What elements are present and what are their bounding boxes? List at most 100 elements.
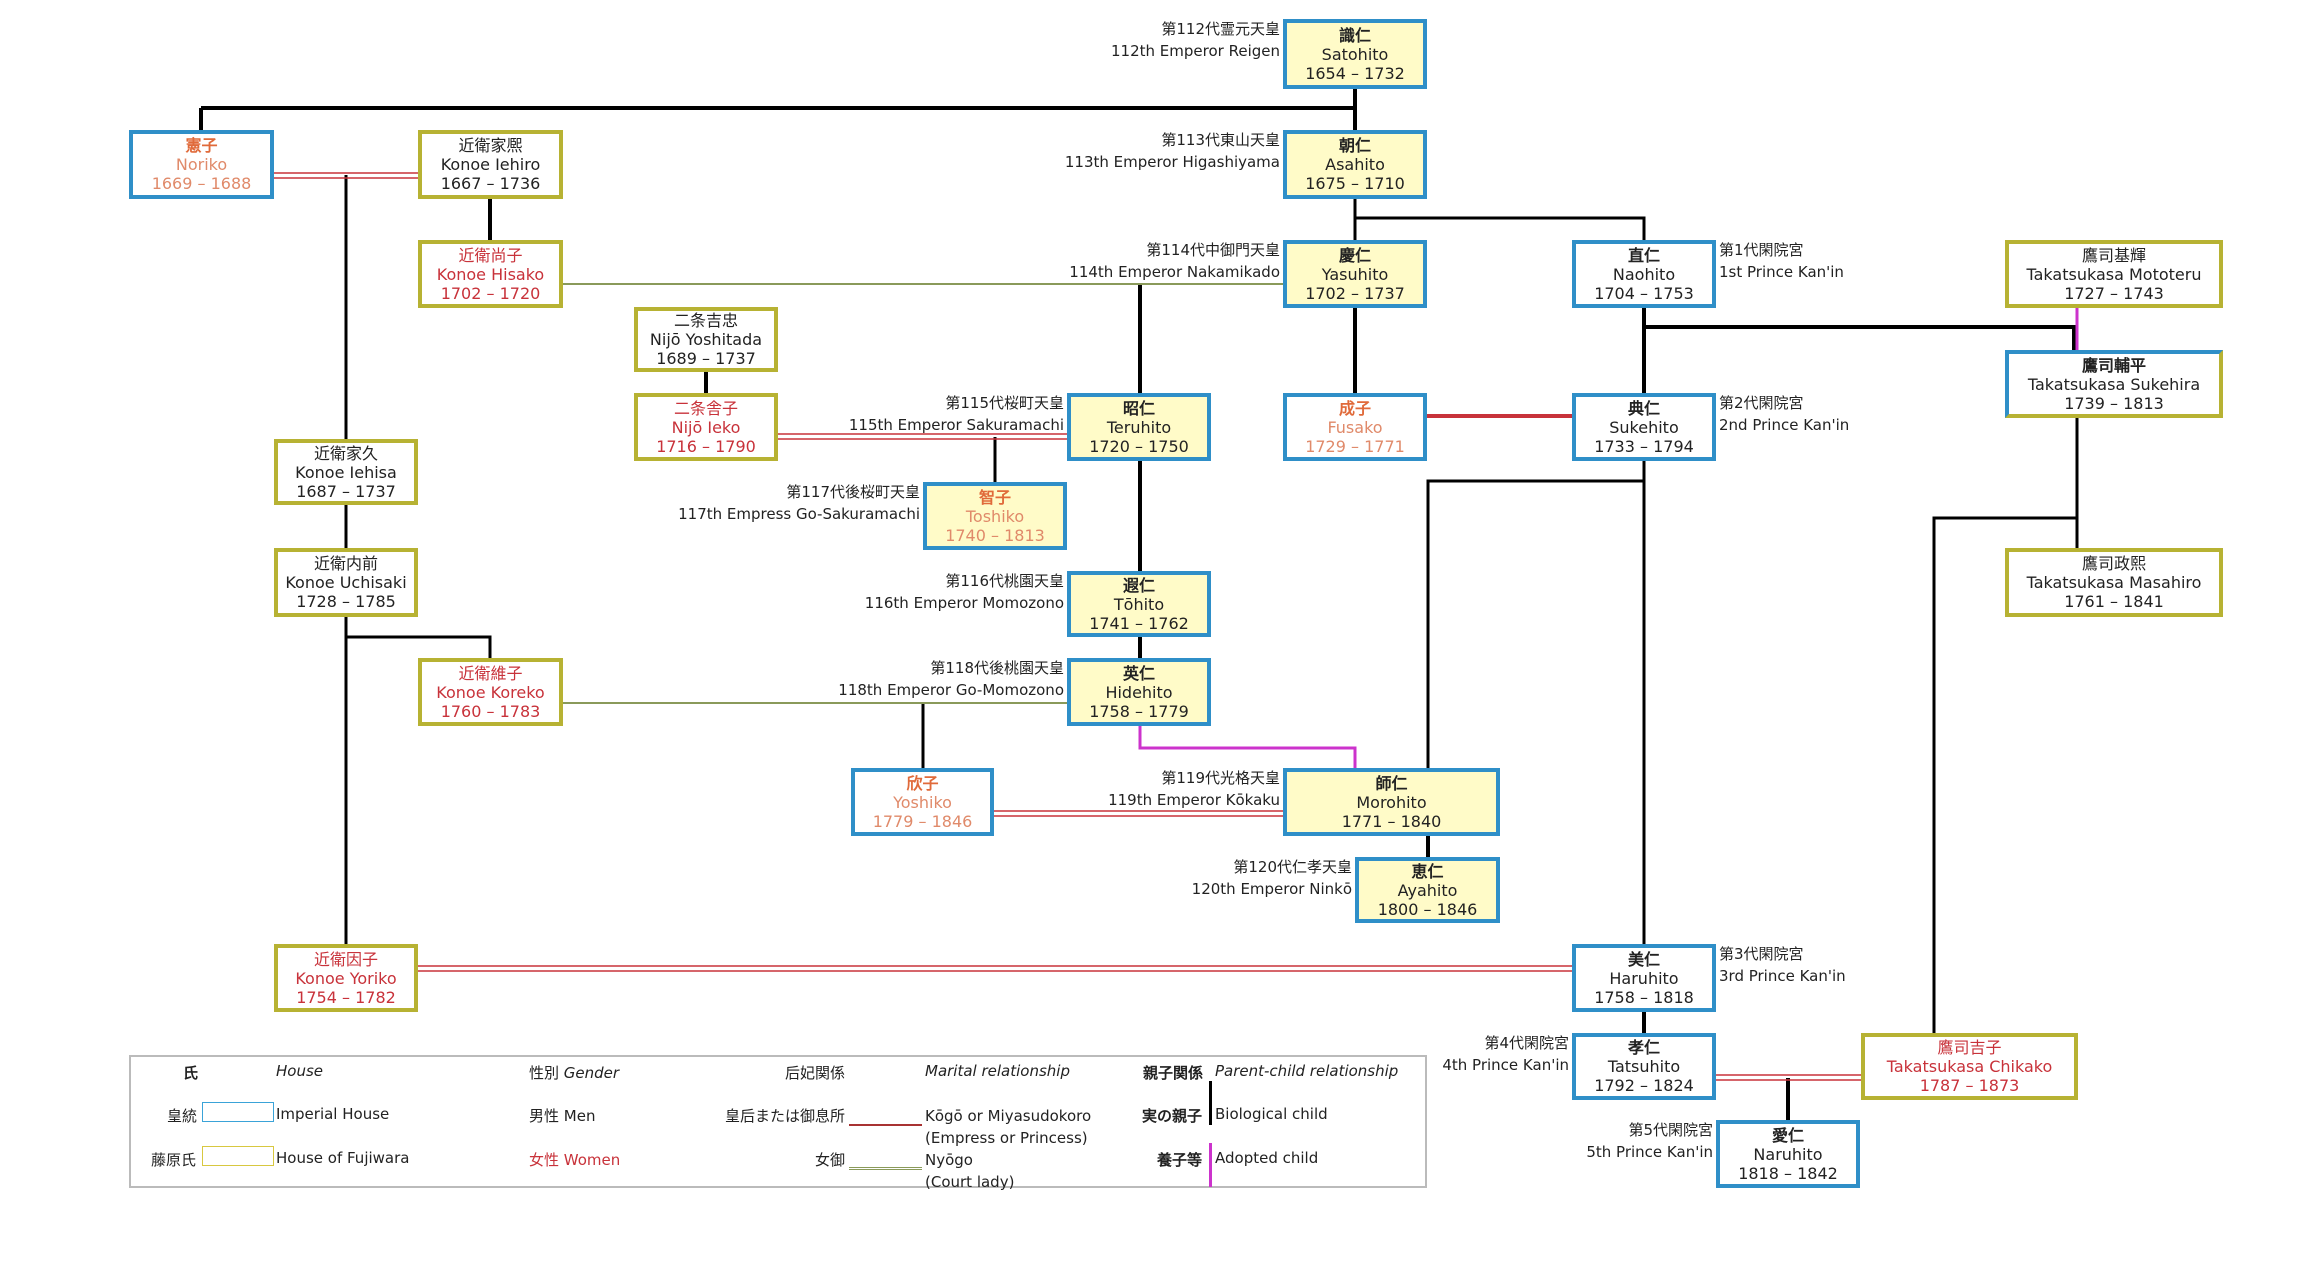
life-years: 1720 – 1750 <box>1089 436 1189 456</box>
romanized-name: Konoe Uchisaki <box>285 573 407 592</box>
legend-nyogo-jp: 女御 <box>814 1151 845 1169</box>
adopt-line-sample <box>1209 1143 1212 1187</box>
person-naruhito[interactable]: 愛仁 Naruhito 1818 – 1842 <box>1716 1120 1860 1188</box>
kanji-name: 恵仁 <box>1411 861 1444 881</box>
kanji-name: 昭仁 <box>1122 398 1155 418</box>
romanized-name: Teruhito <box>1106 417 1172 437</box>
imperial-swatch <box>202 1102 274 1122</box>
kanji-name: 欣子 <box>906 773 939 793</box>
line-satohito-children <box>199 89 1357 130</box>
kanji-name: 師仁 <box>1375 773 1408 793</box>
life-years: 1687 – 1737 <box>296 481 396 501</box>
person-satohito[interactable]: 識仁 Satohito 1654 – 1732 <box>1283 19 1427 89</box>
romanized-name: Fusako <box>1327 417 1383 437</box>
kanji-name: 成子 <box>1338 398 1371 418</box>
line-noriko-iehiro <box>274 172 418 179</box>
romanized-name: Konoe Iehisa <box>295 462 397 482</box>
life-years: 1741 – 1762 <box>1089 613 1189 633</box>
person-masahiro[interactable]: 鷹司政熙 Takatsukasa Masahiro 1761 – 1841 <box>2005 548 2223 617</box>
person-ayahito[interactable]: 恵仁 Ayahito 1800 – 1846 <box>1355 857 1500 923</box>
person-yoriko[interactable]: 近衛因子 Konoe Yoriko 1754 – 1782 <box>274 944 418 1012</box>
life-years: 1800 – 1846 <box>1377 899 1478 919</box>
romanized-name: Noriko <box>175 155 228 174</box>
romanized-name: Takatsukasa Masahiro <box>2026 573 2202 592</box>
legend-fujiwara-en: House of Fujiwara <box>276 1149 410 1167</box>
romanized-name: Sukehito <box>1609 417 1679 437</box>
legend-marital-jp: 后妃関係 <box>784 1064 845 1082</box>
kanji-name: 識仁 <box>1338 25 1371 45</box>
kanji-name: 典仁 <box>1627 398 1660 418</box>
life-years: 1675 – 1710 <box>1305 174 1405 193</box>
person-naohito[interactable]: 直仁 Naohito 1704 – 1753 <box>1572 240 1716 308</box>
romanized-name: Yoshiko <box>893 792 952 812</box>
person-teruhito[interactable]: 昭仁 Teruhito 1720 – 1750 <box>1067 393 1211 461</box>
life-years: 1758 – 1779 <box>1089 701 1189 721</box>
person-hidehito[interactable]: 英仁 Hidehito 1758 – 1779 <box>1067 658 1211 726</box>
line-yoriko-haruhito <box>418 965 1572 972</box>
legend-gender-heading: 性別 Gender <box>529 1064 620 1082</box>
life-years: 1654 – 1732 <box>1305 63 1405 83</box>
romanized-name: Satohito <box>1321 44 1389 64</box>
fujiwara-swatch <box>202 1146 274 1166</box>
life-years: 1792 – 1824 <box>1594 1076 1694 1095</box>
line-yasuhito-children <box>1138 285 1357 393</box>
person-asahito[interactable]: 朝仁 Asahito 1675 – 1710 <box>1283 130 1427 199</box>
person-koreko[interactable]: 近衛維子 Konoe Koreko 1760 – 1783 <box>418 658 563 726</box>
person-uchisaki[interactable]: 近衛内前 Konoe Uchisaki 1728 – 1785 <box>274 548 418 617</box>
person-haruhito[interactable]: 美仁 Haruhito 1758 – 1818 <box>1572 944 1716 1012</box>
person-tohito[interactable]: 遐仁 Tōhito 1741 – 1762 <box>1067 571 1211 637</box>
person-fusako[interactable]: 成子 Fusako 1729 – 1771 <box>1283 393 1427 461</box>
legend-men: 男性 Men <box>529 1107 596 1125</box>
person-toshiko[interactable]: 智子 Toshiko 1740 – 1813 <box>923 482 1067 550</box>
romanized-name: Tōhito <box>1113 594 1165 614</box>
life-years: 1771 – 1840 <box>1341 811 1442 831</box>
romanized-name: Konoe Yoriko <box>295 968 397 988</box>
person-noriko[interactable]: 憲子 Noriko 1669 – 1688 <box>129 130 274 199</box>
life-years: 1667 – 1736 <box>440 174 541 193</box>
romanized-name: Naohito <box>1612 264 1676 284</box>
kanji-name: 美仁 <box>1627 949 1660 969</box>
person-tatsuhito[interactable]: 孝仁 Tatsuhito 1792 – 1824 <box>1572 1033 1716 1100</box>
life-years: 1740 – 1813 <box>945 525 1045 545</box>
romanized-name: Toshiko <box>965 506 1025 526</box>
kanji-name: 二条舎子 <box>673 398 738 418</box>
romanized-name: Takatsukasa Chikako <box>1886 1057 2053 1076</box>
life-years: 1761 – 1841 <box>2064 592 2164 611</box>
person-yoshitada[interactable]: 二条吉忠 Nijō Yoshitada 1689 – 1737 <box>634 307 778 372</box>
life-years: 1669 – 1688 <box>151 174 252 193</box>
legend-women: 女性 Women <box>529 1151 621 1169</box>
kanji-name: 二条吉忠 <box>673 311 738 330</box>
life-years: 1787 – 1873 <box>1919 1076 2020 1095</box>
romanized-name: Konoe Koreko <box>436 682 545 702</box>
romanized-name: Konoe Iehiro <box>440 155 541 174</box>
life-years: 1727 – 1743 <box>2064 283 2164 303</box>
person-morohito[interactable]: 師仁 Morohito 1771 – 1840 <box>1283 768 1500 836</box>
person-sukehito[interactable]: 典仁 Sukehito 1733 – 1794 <box>1572 393 1716 461</box>
kanji-name: 憲子 <box>185 136 218 155</box>
person-chikako[interactable]: 鷹司吉子 Takatsukasa Chikako 1787 – 1873 <box>1861 1033 2078 1100</box>
person-yasuhito[interactable]: 慶仁 Yasuhito 1702 – 1737 <box>1283 240 1427 308</box>
person-iehisa[interactable]: 近衛家久 Konoe Iehisa 1687 – 1737 <box>274 439 418 505</box>
romanized-name: Nijō Ieko <box>671 417 741 437</box>
person-mototeru[interactable]: 鷹司基輝 Takatsukasa Mototeru 1727 – 1743 <box>2005 240 2223 308</box>
kanji-name: 近衛尚子 <box>458 245 523 265</box>
person-sukehira[interactable]: 鷹司輔平 Takatsukasa Sukehira 1739 – 1813 <box>2005 350 2223 418</box>
romanized-name: Asahito <box>1325 155 1385 174</box>
line-tatsuhito-chikako <box>1716 1074 1861 1081</box>
person-yoshiko[interactable]: 欣子 Yoshiko 1779 – 1846 <box>851 768 994 836</box>
person-iehiro[interactable]: 近衛家熈 Konoe Iehiro 1667 – 1736 <box>418 130 563 199</box>
person-ieko[interactable]: 二条舎子 Nijō Ieko 1716 – 1790 <box>634 393 778 461</box>
kanji-name: 近衛家久 <box>313 443 378 463</box>
romanized-name: Takatsukasa Mototeru <box>2026 264 2202 284</box>
line-asahito-children <box>1353 199 1646 240</box>
legend-bio-jp: 実の親子 <box>1141 1107 1202 1125</box>
person-hisako[interactable]: 近衛尚子 Konoe Hisako 1702 – 1720 <box>418 240 563 308</box>
